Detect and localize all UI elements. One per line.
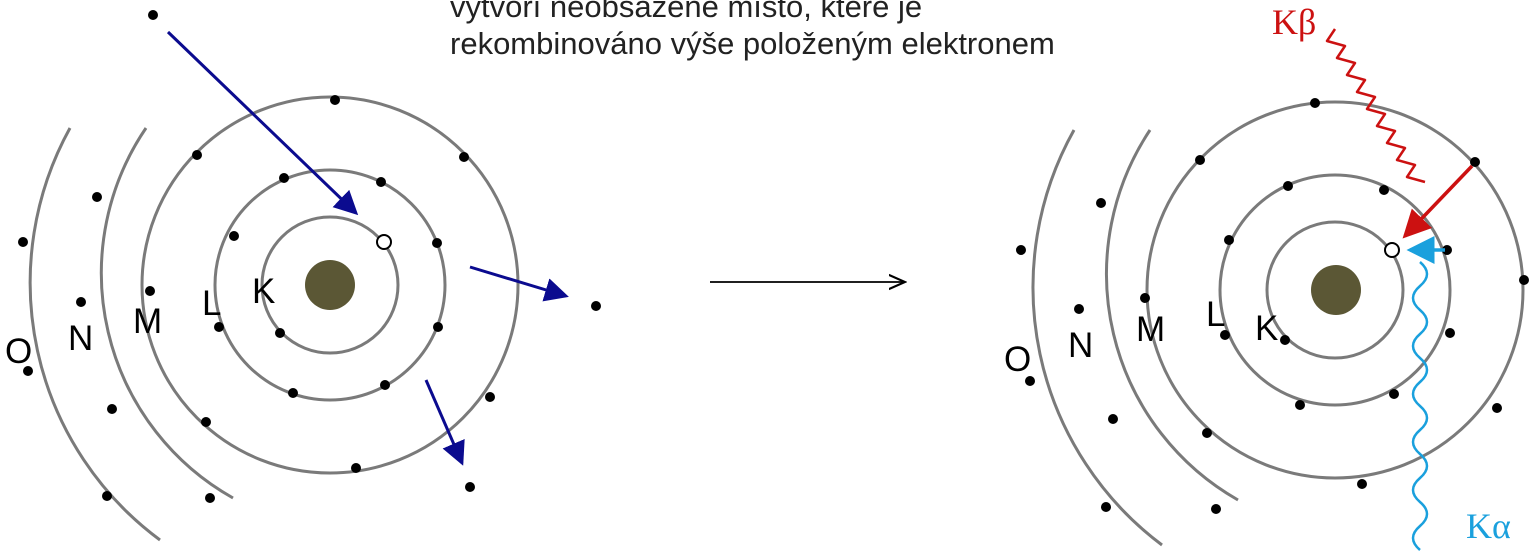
left-o-electron <box>23 366 33 376</box>
right-k-label: K <box>1255 309 1278 348</box>
left-m-electron <box>330 95 340 105</box>
right-l-electron <box>1389 389 1399 399</box>
caption-text: vytvoří neobsazené místo, které je rekom… <box>450 0 1055 62</box>
left-m-electron <box>145 286 155 296</box>
right-k-electron <box>1280 335 1290 345</box>
left-k-vacancy <box>376 234 392 250</box>
left-o-electron <box>18 237 28 247</box>
right-k-shell <box>1265 220 1405 360</box>
left-l-electron <box>229 231 239 241</box>
left-n-shell <box>99 127 234 500</box>
right-l-electron <box>1295 400 1305 410</box>
right-o-electron <box>1025 376 1035 386</box>
k-alpha-label: Kα <box>1466 506 1511 546</box>
left-nucleus <box>305 260 355 310</box>
left-l-label: L <box>202 284 221 323</box>
right-o-electron <box>1016 245 1026 255</box>
right-m-electron <box>1202 428 1212 438</box>
right-l-label: L <box>1206 295 1225 334</box>
right-l-electron <box>1283 181 1293 191</box>
left-k-label: K <box>252 272 275 311</box>
left-m-electron <box>201 417 211 427</box>
left-k-electron <box>275 328 285 338</box>
left-m-electron <box>351 463 361 473</box>
right-atom: K L M N O <box>1004 2 1529 551</box>
left-l-electron <box>376 177 386 187</box>
k-alpha-photon-wave <box>1411 261 1429 551</box>
left-l-electron <box>433 322 443 332</box>
left-l-electron <box>279 173 289 183</box>
caption-line-1: vytvoří neobsazené místo, které je <box>450 0 923 24</box>
left-n-electron <box>92 192 102 202</box>
right-l-electron <box>1220 330 1230 340</box>
right-l-electron <box>1445 328 1455 338</box>
right-m-label: M <box>1136 310 1165 349</box>
left-n-label: N <box>68 319 93 358</box>
right-n-electron <box>1108 414 1118 424</box>
right-l-shell <box>1218 173 1452 407</box>
right-m-electron <box>1492 403 1502 413</box>
right-k-vacancy <box>1384 242 1400 258</box>
left-l-electron <box>432 238 442 248</box>
right-m-electron <box>1195 155 1205 165</box>
left-m-electron <box>459 152 469 162</box>
left-k-shell <box>260 215 400 355</box>
incoming-electron <box>148 10 158 20</box>
ejected-electron-arrow <box>424 379 465 466</box>
left-n-electron <box>107 404 117 414</box>
right-o-electron <box>1101 502 1111 512</box>
left-m-electron <box>485 392 495 402</box>
left-m-label: M <box>133 302 162 341</box>
ejected-electron <box>591 301 601 311</box>
left-m-shell <box>140 95 520 475</box>
k-beta-label: Kβ <box>1272 2 1316 42</box>
left-n-electron <box>76 297 86 307</box>
left-l-electron <box>214 322 224 332</box>
caption-line-2: rekombinováno výše položeným elektronem <box>450 26 1055 61</box>
m-to-k-transition-arrow <box>1402 164 1474 239</box>
ejected-electron-arrow <box>469 265 569 302</box>
right-o-label: O <box>1004 340 1031 379</box>
left-o-electron <box>102 491 112 501</box>
right-m-electron <box>1310 98 1320 108</box>
k-beta-photon-wave <box>1325 28 1426 184</box>
right-n-label: N <box>1068 326 1093 365</box>
right-m-electron <box>1519 275 1529 285</box>
right-m-shell <box>1145 100 1525 480</box>
left-l-electron <box>380 380 390 390</box>
left-atom: K L M N O <box>5 10 601 542</box>
right-n-shell <box>1105 129 1239 502</box>
right-n-electron <box>1096 198 1106 208</box>
right-l-electron <box>1442 245 1452 255</box>
left-l-shell <box>213 168 447 402</box>
right-nucleus <box>1311 265 1361 315</box>
left-m-electron <box>192 150 202 160</box>
right-o-shell <box>1031 129 1163 547</box>
right-m-electron <box>1470 157 1480 167</box>
left-l-electron <box>288 388 298 398</box>
incoming-electron-arrow <box>166 30 359 216</box>
left-n-electron <box>205 493 215 503</box>
right-m-electron <box>1357 479 1367 489</box>
right-n-electron <box>1211 504 1221 514</box>
right-n-electron <box>1074 304 1084 314</box>
right-l-electron <box>1379 185 1389 195</box>
right-m-electron <box>1140 293 1150 303</box>
left-o-label: O <box>5 332 32 371</box>
ejected-electron <box>465 482 475 492</box>
right-l-electron <box>1224 235 1234 245</box>
